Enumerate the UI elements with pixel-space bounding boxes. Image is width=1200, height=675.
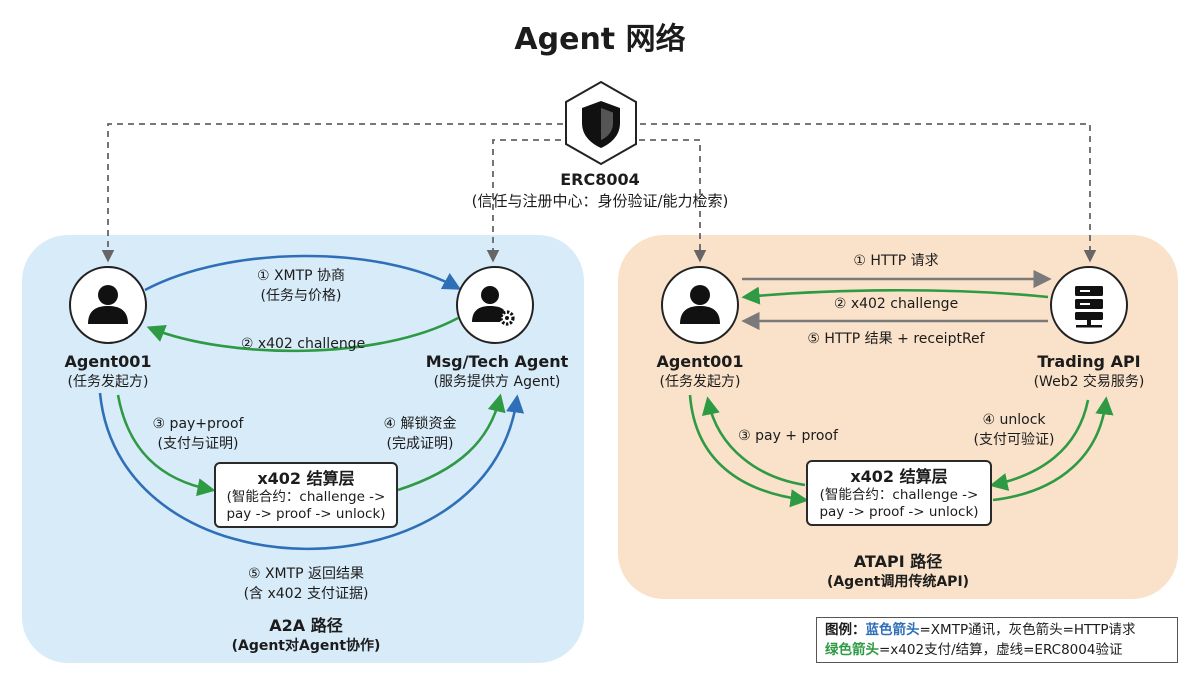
- trading-api-node: [1050, 266, 1128, 344]
- a2a-step3-line1: ③ pay+proof: [152, 416, 244, 432]
- a2a-agent001-node: [69, 266, 147, 344]
- atapi-arrows: [688, 269, 1114, 508]
- legend-green-desc: =x402支付/结算，虚线=ERC8004验证: [879, 642, 1123, 658]
- atapi-agent001-node: [661, 266, 739, 344]
- atapi-settlement-box: x402 结算层 (智能合约：challenge -> pay -> proof…: [806, 460, 992, 526]
- a2a-step3-line2: (支付与证明): [157, 436, 239, 452]
- atapi-step5-label: ⑤ HTTP 结果 + receiptRef: [807, 331, 985, 347]
- a2a-path-name: A2A 路径: [269, 616, 343, 635]
- legend-line-2: 绿色箭头=x402支付/结算，虚线=ERC8004验证: [825, 640, 1169, 660]
- a2a-x402-challenge-arrow: [146, 316, 459, 353]
- a2a-step4-line2: (完成证明): [386, 436, 454, 452]
- server-icon: [1075, 286, 1103, 328]
- a2a-settlement-line1: (智能合约：challenge ->: [226, 489, 386, 505]
- erc8004-name: ERC8004: [560, 170, 640, 189]
- page-title: Agent 网络: [514, 22, 686, 57]
- atapi-pay-proof-arrow-up: [701, 396, 806, 487]
- a2a-panel: [22, 235, 584, 663]
- erc8004-node: [565, 80, 637, 166]
- user-icon: [680, 285, 720, 324]
- a2a-agent-name: Agent001: [64, 352, 152, 371]
- user-icon: [88, 285, 128, 324]
- a2a-arrows: [98, 254, 525, 551]
- atapi-settlement-line2: pay -> proof -> unlock): [819, 503, 979, 520]
- atapi-settlement-title: x402 结算层: [850, 467, 948, 486]
- atapi-agent-name: Agent001: [656, 352, 744, 371]
- atapi-unlock-arrow-up: [992, 396, 1114, 502]
- atapi-step3-label: ③ pay + proof: [738, 428, 838, 444]
- atapi-x402-challenge-arrow: [741, 286, 1049, 305]
- a2a-step1-line1: ① XMTP 协商: [256, 268, 346, 284]
- a2a-provider-node: [456, 266, 534, 344]
- a2a-step2-label: ② x402 challenge: [240, 336, 366, 352]
- atapi-step4-line2: (支付可验证): [973, 432, 1055, 448]
- a2a-xmtp-negotiate-arrow: [144, 254, 462, 292]
- legend-blue-desc: =XMTP通讯，灰色箭头=HTTP请求: [919, 622, 1136, 638]
- a2a-step5-line1: ⑤ XMTP 返回结果: [247, 566, 365, 582]
- legend-blue-label: 蓝色箭头: [865, 622, 920, 638]
- legend-green-label: 绿色箭头: [825, 642, 879, 658]
- atapi-step1-label: ① HTTP 请求: [853, 253, 939, 269]
- a2a-xmtp-return-arrow: [98, 392, 525, 551]
- user-gear-icon: [472, 286, 515, 326]
- a2a-settlement-line2: pay -> proof -> unlock): [226, 505, 386, 522]
- a2a-provider-name: Msg/Tech Agent: [425, 352, 569, 371]
- atapi-path-desc: (Agent调用传统API): [826, 574, 970, 590]
- a2a-step1-line2: (任务与价格): [260, 288, 342, 304]
- shield-icon: [582, 101, 620, 148]
- atapi-settlement-line1: (智能合约：challenge ->: [819, 487, 979, 503]
- legend-box: 图例：蓝色箭头=XMTP通讯，灰色箭头=HTTP请求 绿色箭头=x402支付/结…: [816, 617, 1178, 663]
- a2a-path-desc: (Agent对Agent协作): [231, 638, 381, 654]
- trading-api-name: Trading API: [1037, 352, 1141, 371]
- legend-prefix: 图例：: [825, 622, 866, 638]
- atapi-pay-proof-arrow-down: [688, 394, 809, 508]
- a2a-step5-line2: (含 x402 支付证据): [243, 586, 369, 602]
- a2a-agent-role: (任务发起方): [67, 374, 149, 390]
- a2a-step4-line1: ④ 解锁资金: [383, 416, 457, 432]
- a2a-pay-proof-arrow: [116, 394, 216, 497]
- erc8004-verification-lines: [101, 123, 1097, 263]
- atapi-step2-label: ② x402 challenge: [833, 296, 959, 312]
- a2a-provider-role: (服务提供方 Agent): [433, 374, 561, 390]
- a2a-settlement-title: x402 结算层: [257, 469, 355, 488]
- atapi-unlock-arrow-down: [989, 399, 1090, 491]
- a2a-settlement-box: x402 结算层 (智能合约：challenge -> pay -> proof…: [214, 462, 398, 528]
- atapi-agent-role: (任务发起方): [659, 374, 741, 390]
- a2a-unlock-arrow: [397, 393, 506, 492]
- atapi-step4-line1: ④ unlock: [982, 412, 1046, 428]
- atapi-path-name: ATAPI 路径: [853, 552, 943, 571]
- erc8004-desc: (信任与注册中心：身份验证/能力检索): [471, 192, 729, 210]
- trading-api-role: (Web2 交易服务): [1033, 374, 1145, 390]
- legend-line-1: 图例：蓝色箭头=XMTP通讯，灰色箭头=HTTP请求: [825, 620, 1169, 640]
